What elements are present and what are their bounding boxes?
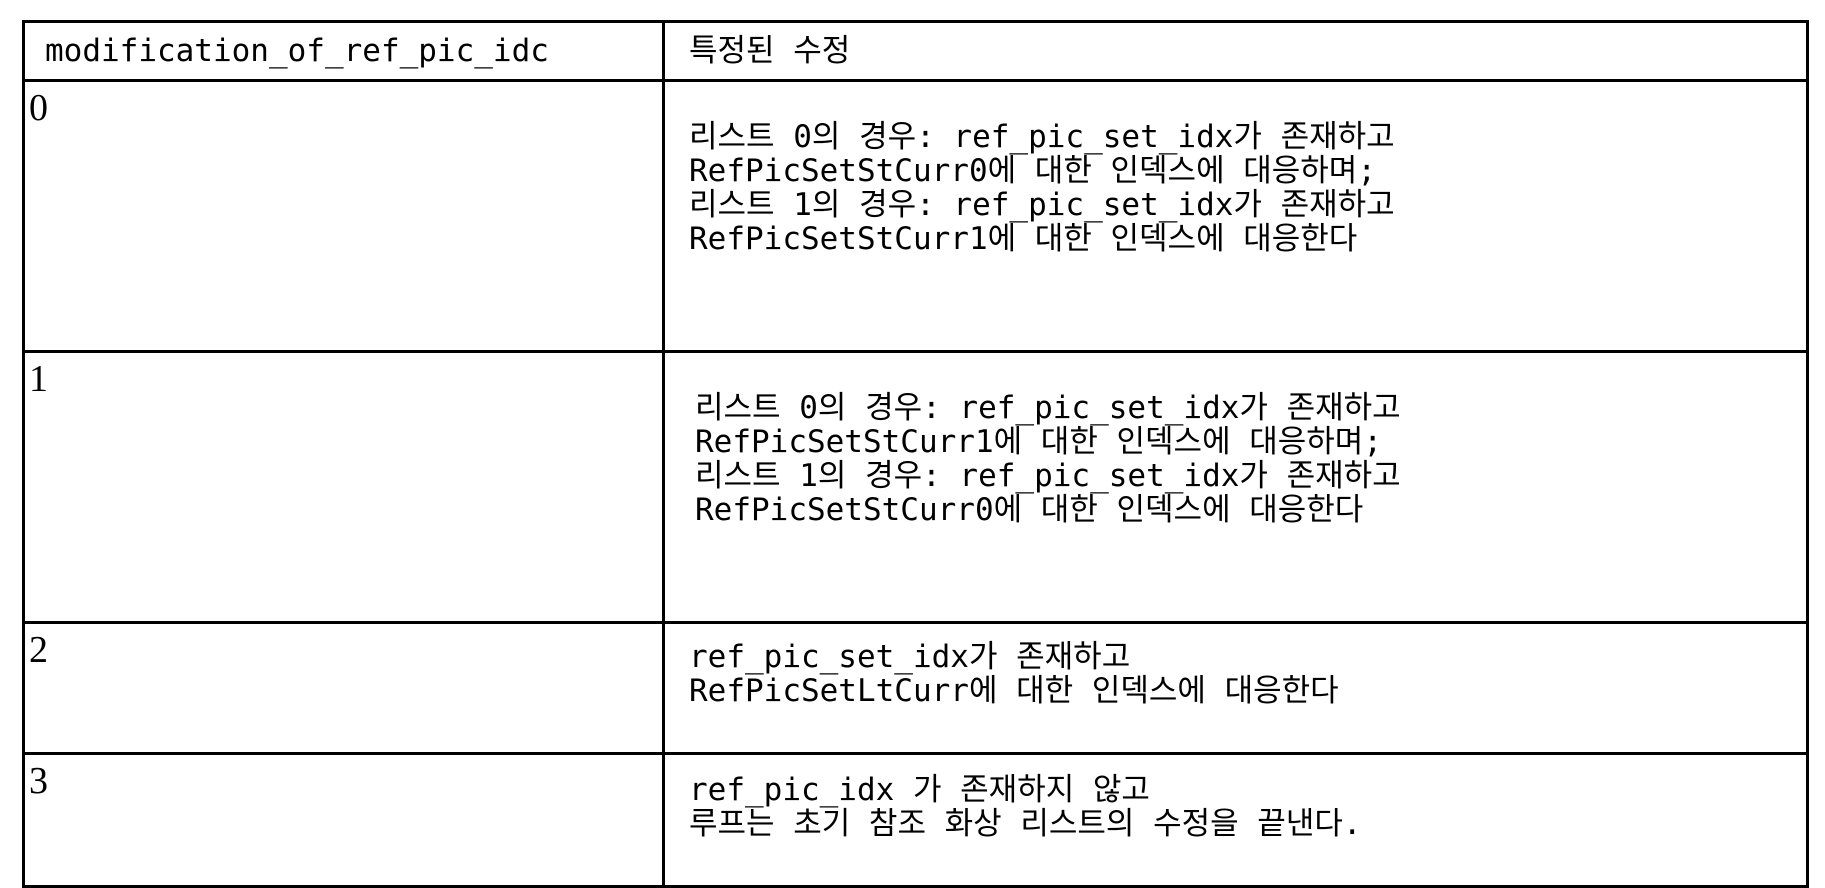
table-row: 1 리스트 0의 경우: ref_pic_set_idx가 존재하고 RefPi… — [24, 352, 1808, 623]
description-line: 리스트 1의 경우: ref_pic_set_idx가 존재하고 — [689, 188, 1806, 222]
table-row: 3 ref_pic_idx 가 존재하지 않고 루프는 초기 참조 화상 리스트… — [24, 754, 1808, 887]
description-line: RefPicSetStCurr1에 대한 인덱스에 대응한다 — [689, 222, 1806, 256]
header-row: modification_of_ref_pic_idc 특정된 수정 — [24, 22, 1808, 81]
modification-description: 리스트 0의 경우: ref_pic_set_idx가 존재하고 RefPicS… — [664, 81, 1808, 352]
idc-value: 0 — [24, 81, 664, 352]
description-line: ref_pic_idx 가 존재하지 않고 — [689, 773, 1806, 807]
modification-description: 리스트 0의 경우: ref_pic_set_idx가 존재하고 RefPicS… — [664, 352, 1808, 623]
idc-value: 2 — [24, 623, 664, 754]
table-row: 0 리스트 0의 경우: ref_pic_set_idx가 존재하고 RefPi… — [24, 81, 1808, 352]
header-idc: modification_of_ref_pic_idc — [24, 22, 664, 81]
description-line: ref_pic_set_idx가 존재하고 — [689, 640, 1806, 674]
description-line: 루프는 초기 참조 화상 리스트의 수정을 끝낸다. — [689, 807, 1806, 841]
description-line: RefPicSetLtCurr에 대한 인덱스에 대응한다 — [689, 674, 1806, 708]
modification-description: ref_pic_idx 가 존재하지 않고 루프는 초기 참조 화상 리스트의 … — [664, 754, 1808, 887]
description-line: RefPicSetStCurr0에 대한 인덱스에 대응하며; — [689, 154, 1806, 188]
description-line: RefPicSetStCurr1에 대한 인덱스에 대응하며; — [695, 425, 1806, 459]
table-row: 2 ref_pic_set_idx가 존재하고 RefPicSetLtCurr에… — [24, 623, 1808, 754]
idc-value: 1 — [24, 352, 664, 623]
description-line: 리스트 0의 경우: ref_pic_set_idx가 존재하고 — [689, 120, 1806, 154]
description-line: RefPicSetStCurr0에 대한 인덱스에 대응한다 — [695, 493, 1806, 527]
header-modification: 특정된 수정 — [664, 22, 1808, 81]
idc-value: 3 — [24, 754, 664, 887]
modification-description: ref_pic_set_idx가 존재하고 RefPicSetLtCurr에 대… — [664, 623, 1808, 754]
description-line: 리스트 0의 경우: ref_pic_set_idx가 존재하고 — [695, 391, 1806, 425]
modification-table: modification_of_ref_pic_idc 특정된 수정 0 리스트… — [22, 20, 1809, 888]
description-line: 리스트 1의 경우: ref_pic_set_idx가 존재하고 — [695, 459, 1806, 493]
